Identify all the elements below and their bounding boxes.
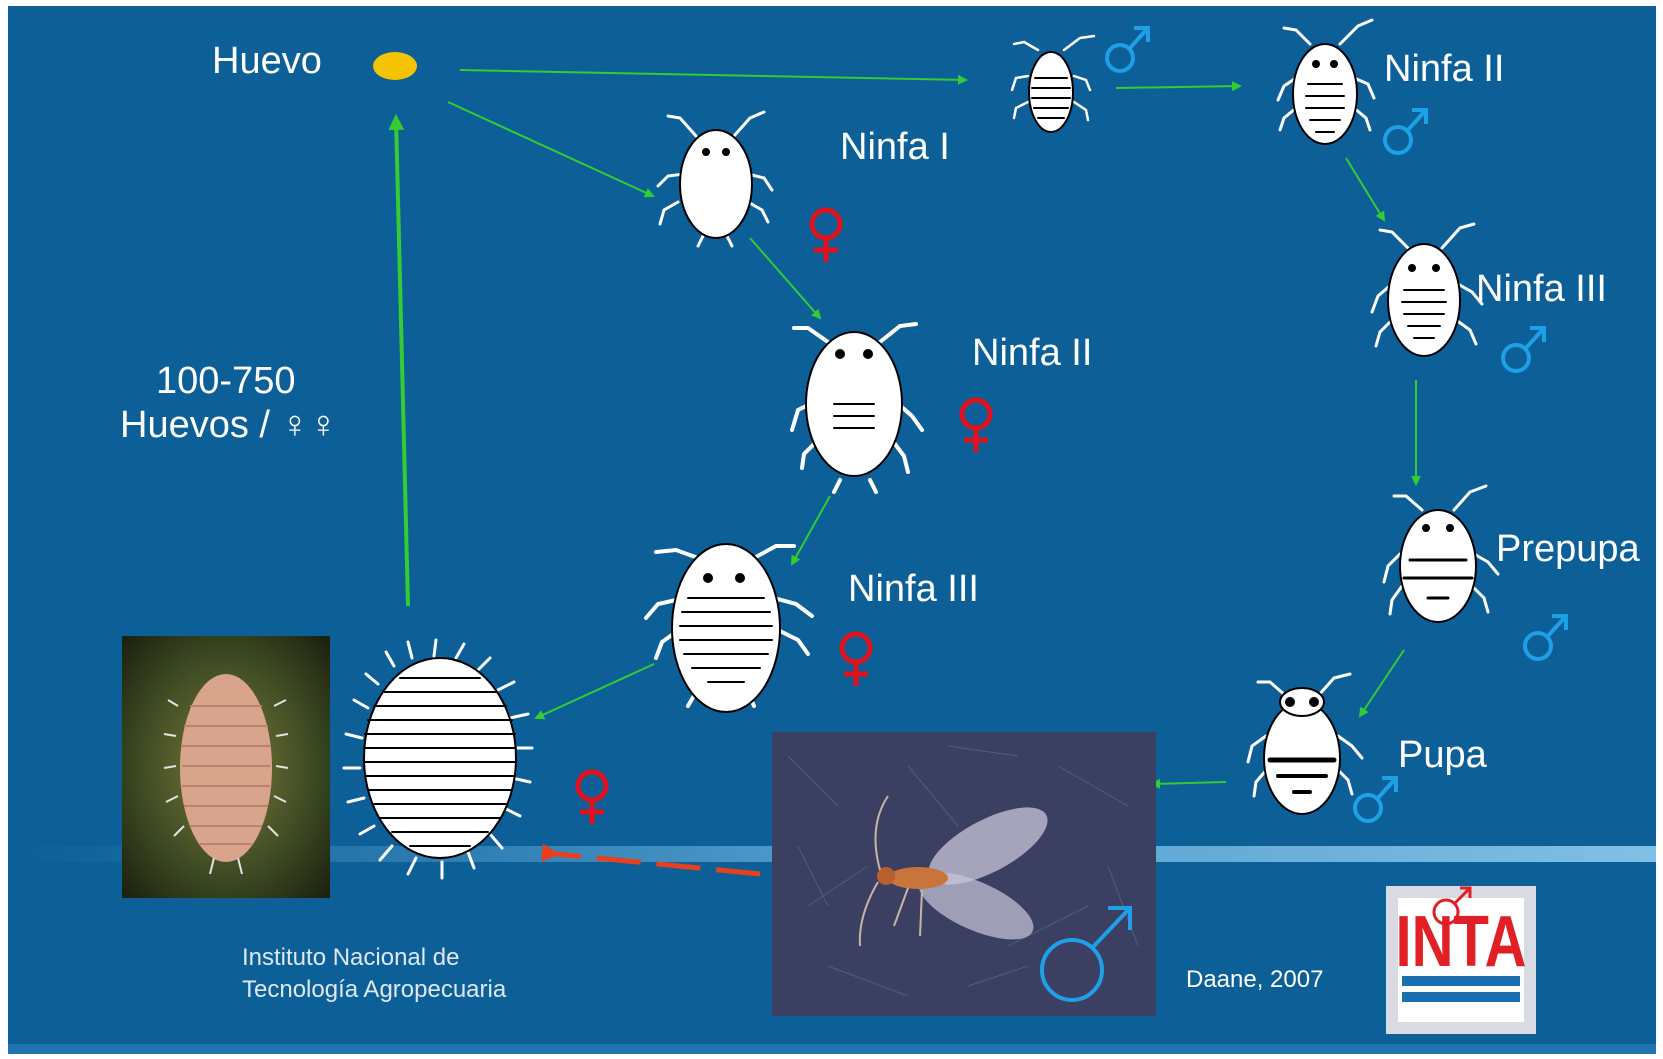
slide: INTA Huevo Ninfa I Ninfa II Ninfa III Ni… — [8, 6, 1656, 1054]
female-symbol-3 — [842, 634, 870, 686]
male-symbol-1 — [1107, 28, 1148, 71]
life-cycle-diagram: INTA — [8, 6, 1656, 1054]
arrow-male-n2-to-n3 — [1346, 158, 1384, 220]
fecundity-count: 100-750 — [156, 362, 295, 400]
female-nymph-2-figure — [792, 324, 922, 492]
bottom-band — [8, 1044, 1656, 1054]
female-symbol-1 — [812, 210, 840, 262]
male-nymph-1-figure — [1012, 36, 1094, 132]
inta-logo-text: INTA — [1396, 901, 1527, 982]
arrow-female-n3-to-adult — [536, 664, 654, 718]
arrow-egg-to-male-nymph1 — [460, 70, 966, 80]
male-nymph-2-figure — [1278, 20, 1374, 144]
arrow-egg-to-female-nymph1 — [448, 102, 653, 196]
credit-text: Daane, 2007 — [1186, 968, 1323, 992]
female-symbols — [578, 210, 990, 824]
female-nymph-1-figure — [658, 112, 772, 246]
male-symbol-5 — [1355, 778, 1396, 821]
male-prepupa-figure — [1384, 486, 1498, 622]
male-pupa-figure — [1248, 674, 1362, 814]
cycle-arrows — [396, 70, 1416, 784]
institution-name-line1: Instituto Nacional de — [242, 946, 459, 970]
male-symbol-3 — [1503, 328, 1544, 371]
adult-female-figure — [344, 640, 532, 878]
adult-male-photo — [772, 732, 1156, 1016]
male-nymph-3-figure — [1372, 224, 1482, 356]
label-male-pupa: Pupa — [1398, 736, 1487, 774]
female-symbol-2 — [962, 400, 990, 452]
male-symbol-4 — [1525, 616, 1566, 659]
inta-logo: INTA — [1386, 886, 1536, 1034]
arrow-male-n1-to-n2 — [1116, 86, 1240, 88]
label-egg: Huevo — [212, 42, 322, 80]
arrow-adult-to-egg — [396, 118, 408, 606]
label-female-nymph-3: Ninfa III — [848, 570, 979, 608]
label-male-nymph-2: Ninfa II — [1384, 50, 1504, 88]
arrow-female-n1-to-n2 — [750, 238, 820, 318]
female-symbol-4 — [578, 772, 606, 824]
male-symbol-2 — [1385, 110, 1426, 153]
label-male-prepupa: Prepupa — [1496, 530, 1640, 568]
arrow-prepupa-to-pupa — [1360, 650, 1404, 716]
female-nymph-3-figure — [646, 544, 812, 712]
label-female-nymph-2: Ninfa II — [972, 334, 1092, 372]
institution-name-line2: Tecnología Agropecuaria — [242, 978, 506, 1002]
arrow-female-n2-to-n3 — [792, 496, 830, 564]
egg-shape — [373, 52, 417, 80]
female-mealybug-photo — [122, 636, 330, 898]
label-male-nymph-3: Ninfa III — [1476, 270, 1607, 308]
arrow-pupa-to-adult-male — [1152, 782, 1226, 784]
fecundity-unit: Huevos / ♀♀ — [120, 406, 338, 444]
label-female-nymph-1: Ninfa I — [840, 128, 950, 166]
